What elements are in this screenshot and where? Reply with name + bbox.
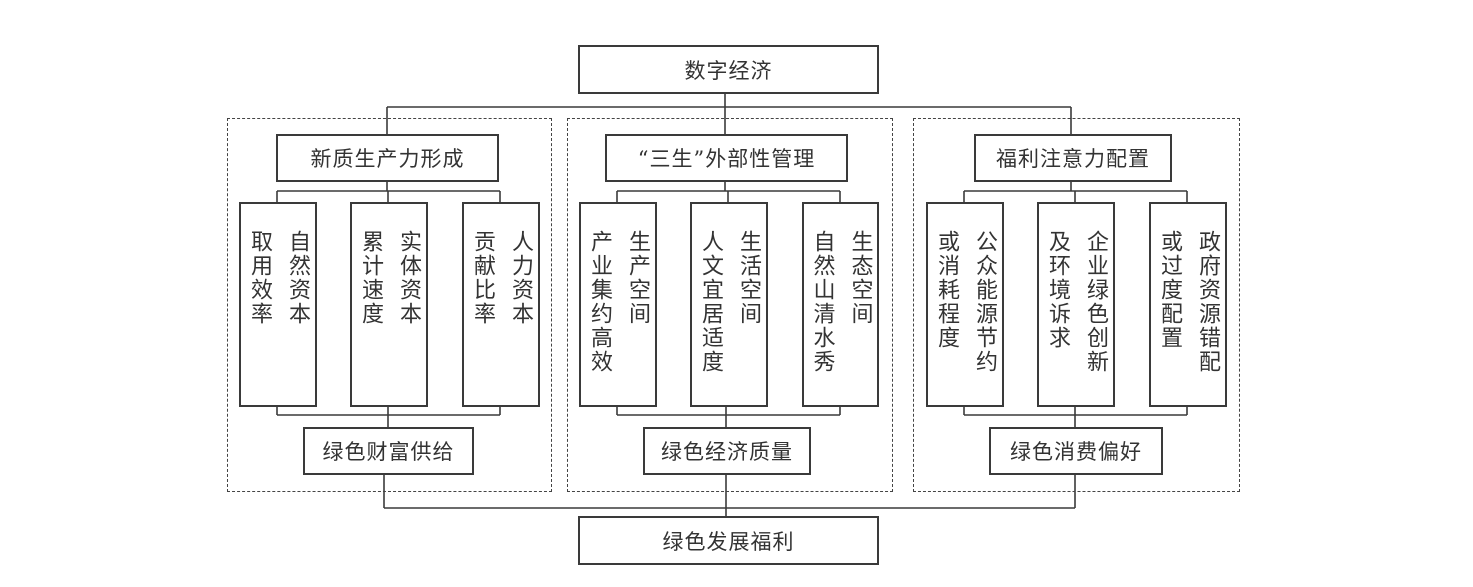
indicator-text-right: 或过度配置 — [1157, 230, 1182, 350]
indicator-box: 及环境诉求 企业绿色创新 — [1037, 202, 1115, 407]
indicator-text-left: 实体资本 — [396, 230, 421, 326]
indicator-text-right: 或消耗程度 — [934, 230, 959, 350]
indicator-box: 贡献比率 人力资本 — [462, 202, 540, 407]
outcome-node-2: 绿色经济质量 — [643, 427, 811, 475]
indicator-text-right: 及环境诉求 — [1045, 230, 1070, 350]
mechanism-node-3: 福利注意力配置 — [974, 134, 1172, 182]
indicator-text-right: 产业集约高效 — [587, 230, 612, 374]
indicator-text-left: 自然资本 — [285, 230, 310, 326]
indicator-text-right: 自然山清水秀 — [809, 230, 835, 374]
indicator-text-left: 政府资源错配 — [1195, 230, 1220, 374]
indicator-text-left: 生活空间 — [736, 230, 761, 326]
mechanism-node-1: 新质生产力形成 — [276, 134, 499, 182]
indicator-box: 或过度配置 政府资源错配 — [1149, 202, 1227, 407]
indicator-text-left: 生产空间 — [625, 230, 650, 326]
indicator-box: 人文宜居适度 生活空间 — [690, 202, 768, 407]
indicator-text-left: 企业绿色创新 — [1083, 230, 1108, 374]
green-development-welfare-node: 绿色发展福利 — [578, 516, 879, 565]
indicator-text-left: 生态空间 — [847, 230, 873, 326]
indicator-text-right: 贡献比率 — [470, 230, 495, 326]
outcome-node-3: 绿色消费偏好 — [989, 427, 1163, 475]
group-container-2 — [567, 118, 893, 492]
indicator-text-left: 人力资本 — [508, 230, 533, 326]
indicator-box: 或消耗程度 公众能源节约 — [926, 202, 1004, 407]
mechanism-node-2: “三生”外部性管理 — [605, 134, 848, 182]
indicator-text-right: 取用效率 — [247, 230, 272, 326]
indicator-box: 自然山清水秀 生态空间 — [802, 202, 879, 407]
indicator-box: 取用效率 自然资本 — [239, 202, 317, 407]
indicator-box: 产业集约高效 生产空间 — [579, 202, 657, 407]
indicator-text-right: 人文宜居适度 — [698, 230, 723, 374]
group-container-3 — [913, 118, 1240, 492]
indicator-box: 累计速度 实体资本 — [350, 202, 428, 407]
indicator-text-right: 累计速度 — [358, 230, 383, 326]
outcome-node-1: 绿色财富供给 — [303, 427, 474, 475]
group-container-1 — [227, 118, 552, 492]
digital-economy-node: 数字经济 — [578, 45, 879, 94]
indicator-text-left: 公众能源节约 — [972, 230, 997, 374]
